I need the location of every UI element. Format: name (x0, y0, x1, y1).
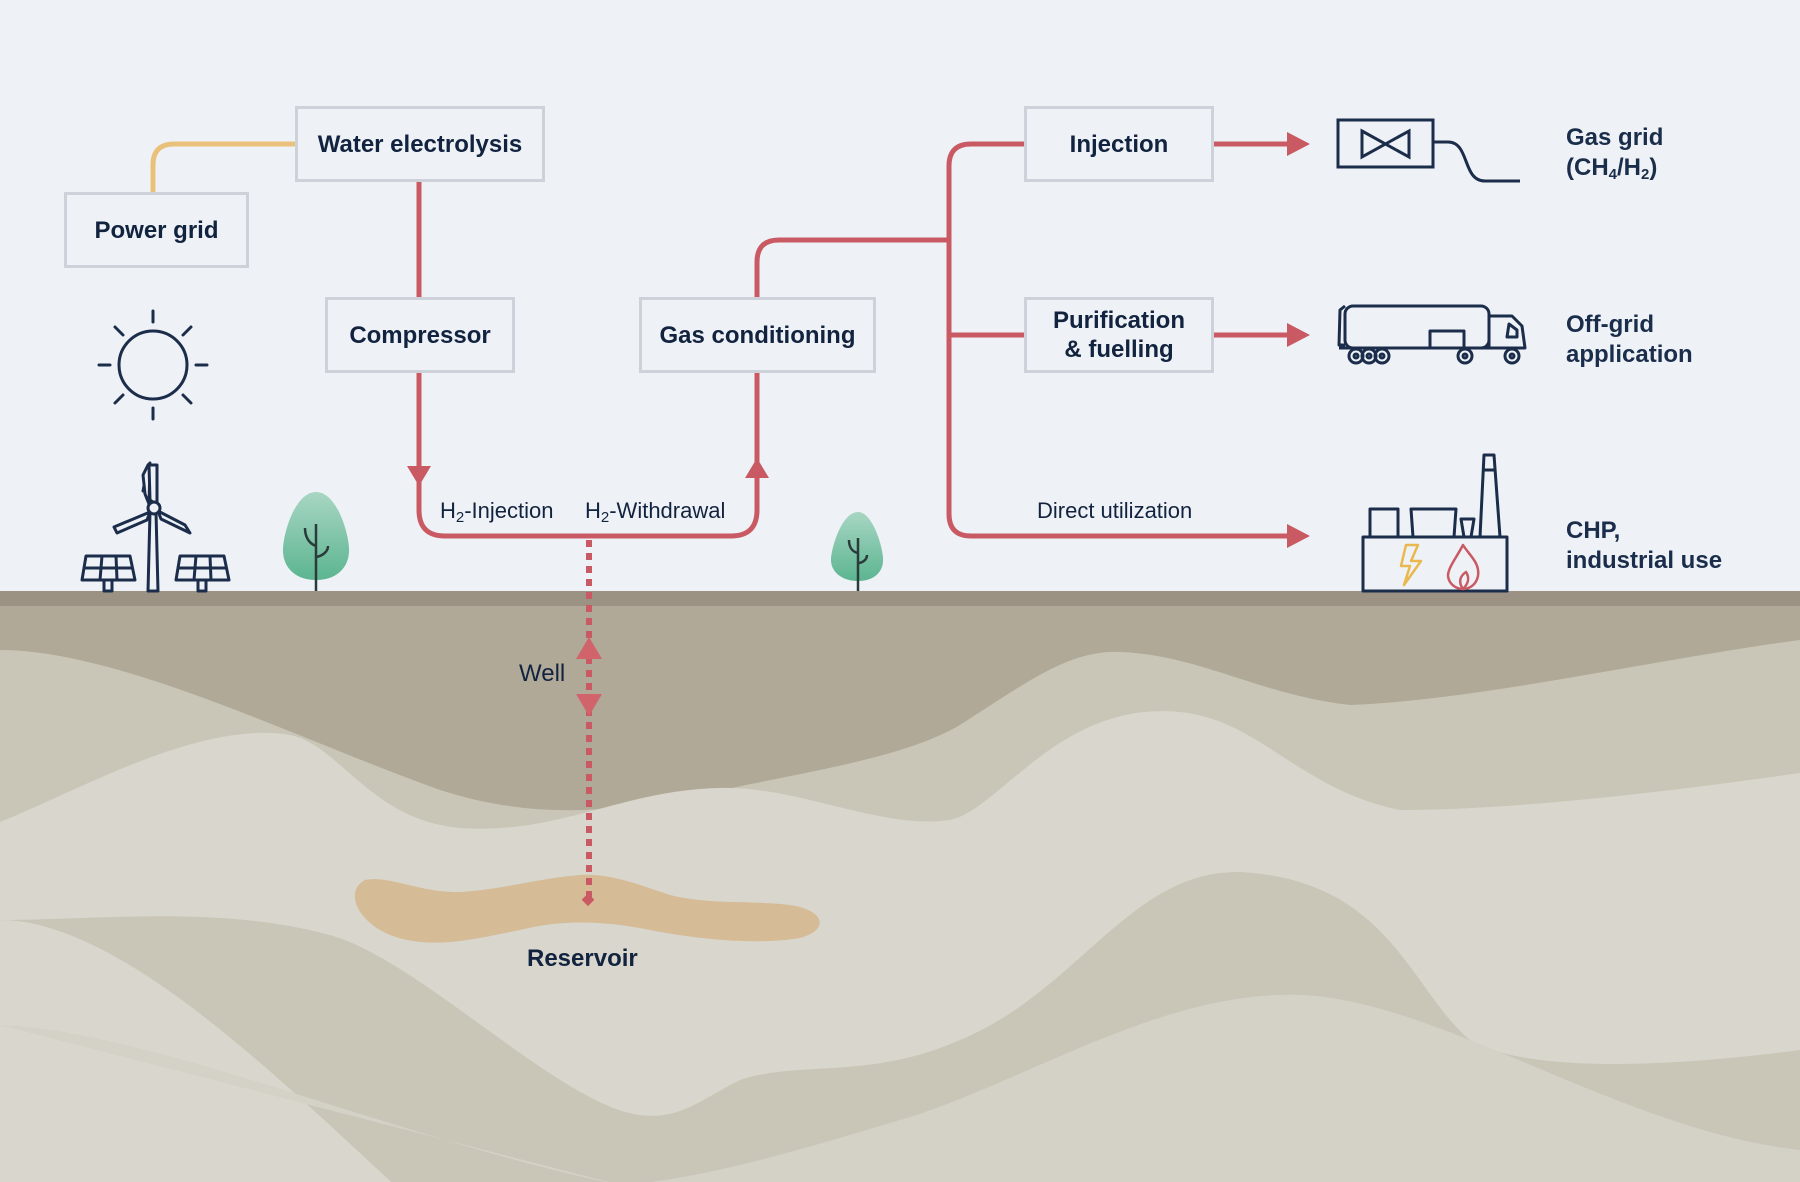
off-grid-title: Off-grid (1566, 311, 1654, 338)
ground-surface (0, 591, 1800, 607)
reservoir-shape (354, 874, 820, 943)
solar-panel-icon (174, 554, 231, 593)
water-electrolysis-box[interactable]: Water electrolysis (295, 106, 545, 182)
off-grid-destination: Off-grid application (1566, 310, 1693, 370)
chp-subtitle: industrial use (1566, 547, 1723, 574)
gas-conditioning-label: Gas conditioning (659, 321, 856, 349)
solar-panel-icon (80, 554, 137, 593)
power-connection-line (150, 141, 295, 192)
gas-grid-destination: Gas grid (CH4/H2) (1566, 123, 1663, 190)
formula-part: /H (1617, 154, 1641, 181)
well-down-arrow (576, 694, 602, 716)
tree-icon (830, 512, 884, 591)
injection-text: -Injection (464, 498, 554, 523)
compressor-label: Compressor (349, 321, 491, 349)
sun-icon (97, 309, 209, 421)
lightning-icon (1399, 543, 1423, 587)
h2-injection-label: H2-Injection (440, 498, 554, 526)
formula-part: ) (1649, 154, 1658, 181)
formula-subscript: 4 (1608, 166, 1617, 183)
compressor-box[interactable]: Compressor (325, 297, 515, 373)
tree-icon (282, 492, 350, 591)
power-grid-label: Power grid (94, 216, 219, 244)
compressor-to-well-line (416, 372, 760, 539)
gas-conditioning-box[interactable]: Gas conditioning (639, 297, 876, 373)
injection-label: Injection (1069, 130, 1169, 158)
h2-subscript: 2 (455, 509, 465, 526)
reservoir-label: Reservoir (527, 945, 638, 972)
h2-withdrawal-label: H2-Withdrawal (585, 498, 725, 526)
chp-title: CHP, (1566, 517, 1621, 544)
well-up-arrow (576, 637, 602, 659)
injection-box[interactable]: Injection (1024, 106, 1214, 182)
chp-arrow (1287, 524, 1310, 548)
gas-grid-arrow (1287, 132, 1310, 156)
gas-grid-title: Gas grid (1566, 124, 1664, 151)
injection-down-arrow (407, 466, 431, 486)
power-grid-box[interactable]: Power grid (64, 192, 249, 268)
factory-icon (1361, 453, 1509, 593)
tanker-truck-icon (1337, 304, 1527, 365)
water-electrolysis-label: Water electrolysis (317, 130, 523, 158)
soil-layer-5 (0, 994, 1800, 1182)
h2-symbol: H (585, 498, 601, 523)
gas-grid-formula: (CH4/H2) (1566, 153, 1663, 190)
purification-label-line1: Purification (1052, 307, 1185, 334)
off-grid-subtitle: application (1566, 341, 1693, 368)
well-label: Well (519, 660, 566, 687)
withdrawal-text: -Withdrawal (609, 498, 726, 523)
h2-subscript: 2 (600, 509, 610, 526)
distribution-trunk-line (946, 141, 1290, 539)
underground (0, 591, 1800, 1182)
gas-conditioning-to-trunk-line (754, 237, 949, 297)
chp-destination: CHP, industrial use (1566, 516, 1722, 576)
withdrawal-up-arrow (745, 458, 769, 478)
purification-label-line2: & fuelling (1064, 336, 1174, 363)
flame-icon (1446, 543, 1480, 591)
flow-lines (416, 141, 1290, 539)
formula-subscript: 2 (1641, 166, 1650, 183)
h2-symbol: H (440, 498, 456, 523)
valve-icon (1336, 118, 1520, 183)
purification-fuelling-box[interactable]: Purification & fuelling (1024, 297, 1214, 373)
wind-turbine-icon (112, 461, 192, 593)
well-end-marker (581, 893, 595, 907)
formula-part: (CH (1566, 154, 1609, 181)
direct-utilization-label: Direct utilization (1037, 498, 1193, 523)
off-grid-arrow (1287, 323, 1310, 347)
arrowheads (407, 132, 1310, 548)
